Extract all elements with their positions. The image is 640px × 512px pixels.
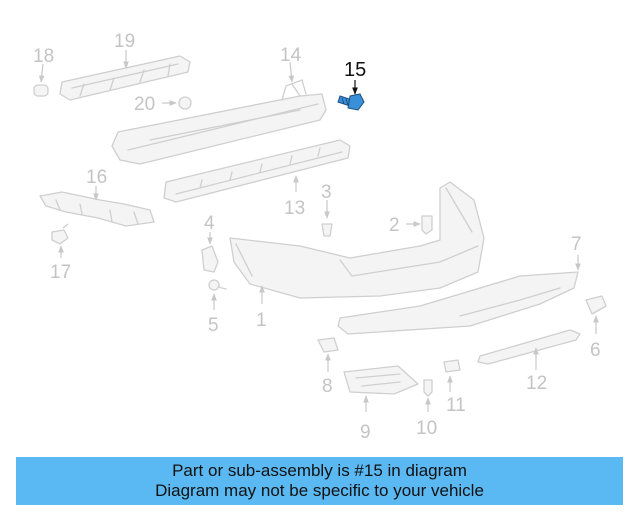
part-2-clip	[406, 215, 433, 235]
callout-6: 6	[590, 340, 601, 361]
callout-15: 15	[344, 59, 366, 81]
part-8-retainer	[317, 337, 339, 372]
callout-10: 10	[416, 418, 437, 439]
part-14-reinforcement	[111, 61, 327, 165]
part-10-pin	[423, 379, 433, 412]
part-16-bracket	[39, 186, 155, 227]
part-15-bolt	[337, 80, 365, 111]
part-12-moulding	[477, 329, 581, 370]
callout-7: 7	[571, 234, 582, 255]
callout-1: 1	[256, 310, 267, 331]
part-11-clip	[443, 359, 461, 392]
part-3-clip	[321, 200, 333, 237]
callout-2: 2	[389, 215, 400, 236]
part-17-clip	[51, 223, 69, 258]
callout-12: 12	[526, 373, 547, 394]
part-9-panel	[343, 365, 419, 412]
part-13-absorber	[163, 139, 351, 203]
part-18-cap	[33, 63, 49, 97]
callout-13: 13	[284, 198, 305, 219]
callout-9: 9	[360, 422, 371, 443]
part-1-bumper-cover	[229, 181, 485, 304]
callout-18: 18	[33, 46, 54, 67]
callout-11: 11	[446, 395, 466, 416]
caption-line-1: Part or sub-assembly is #15 in diagram	[172, 461, 467, 480]
part-6-bracket	[585, 295, 607, 334]
callout-14: 14	[280, 45, 302, 66]
part-4-bracket	[201, 232, 219, 273]
callout-4: 4	[204, 213, 215, 234]
callout-20: 20	[134, 94, 155, 115]
callout-17: 17	[50, 262, 71, 283]
part-7-lower-cover	[337, 255, 581, 335]
callout-16: 16	[86, 167, 107, 188]
caption-line-2: Diagram may not be specific to your vehi…	[155, 481, 484, 500]
callout-19: 19	[114, 31, 135, 52]
part-19-bracket	[59, 50, 191, 101]
part-5-screw	[208, 279, 227, 310]
callout-8: 8	[322, 376, 333, 397]
part-20-nut	[162, 96, 192, 110]
callout-5: 5	[208, 315, 219, 336]
parts-diagram: 18 19 14 15 20 16 3 13 4 2 17 7 5 1 6 8 …	[33, 31, 607, 443]
bolt-head	[347, 93, 365, 111]
caption-banner: Part or sub-assembly is #15 in diagram D…	[16, 457, 623, 505]
callout-3: 3	[321, 182, 332, 203]
